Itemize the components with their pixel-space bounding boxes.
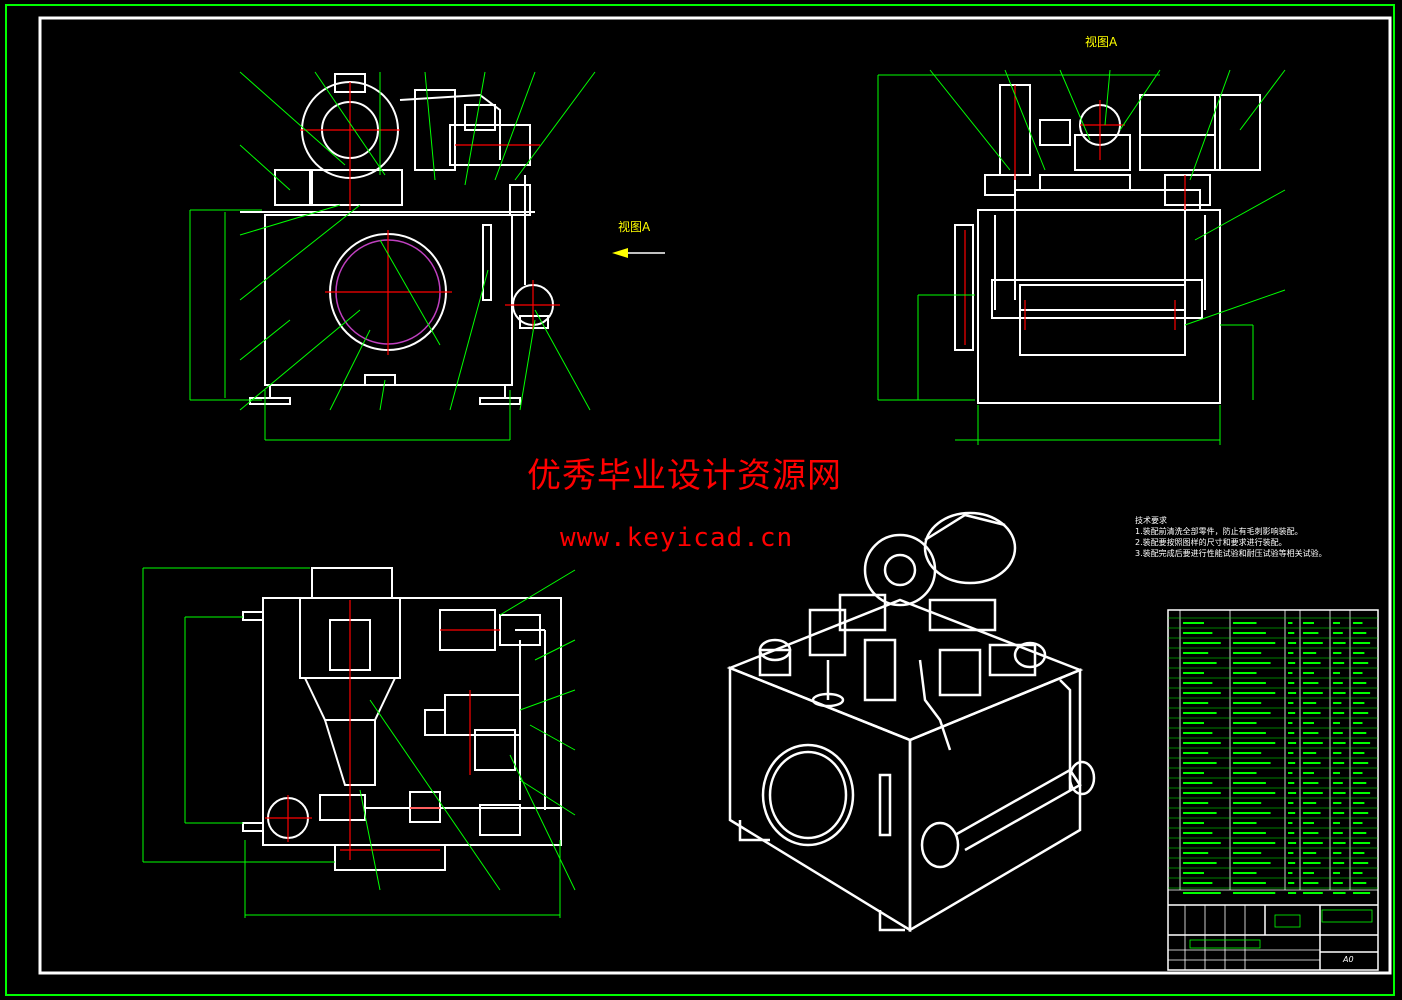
parts-list-rows: [1168, 617, 1378, 889]
top-view: [242, 567, 562, 871]
parts-list: [1168, 610, 1378, 891]
technical-note-3: 3.装配完成后要进行性能试验和耐压试验等相关试验。: [1135, 549, 1327, 558]
side-view-centerlines: [964, 85, 1186, 345]
front-view-centerlines: [300, 82, 560, 355]
view-a-title-side: 视图A: [1085, 35, 1118, 49]
technical-notes-title: 技术要求: [1135, 516, 1167, 525]
watermark-title: 优秀毕业设计资源网: [527, 456, 842, 496]
front-view: [240, 73, 554, 405]
view-a-title-front: 视图A: [618, 220, 651, 234]
sheet-size: A0: [1343, 955, 1354, 964]
side-view-a: [954, 84, 1261, 404]
inner-border: [38, 16, 1392, 975]
view-a-arrow: [612, 248, 665, 258]
watermark-url: www.keyicad.cn: [560, 523, 794, 553]
title-block: [1167, 609, 1379, 971]
title-block-cells: [1168, 905, 1373, 970]
front-view-leaders: [189, 71, 596, 441]
technical-note-2: 2.装配要按照图样的尺寸和要求进行装配。: [1135, 538, 1287, 547]
outer-border: [5, 4, 1395, 996]
side-view-leaders: [877, 69, 1286, 445]
technical-notes: 技术要求 1.装配前清洗全部零件，防止有毛刺影响装配。 2.装配要按照图样的尺寸…: [1135, 515, 1327, 559]
technical-note-1: 1.装配前清洗全部零件，防止有毛刺影响装配。: [1135, 527, 1303, 536]
top-view-centerlines: [265, 600, 500, 860]
top-view-leaders: [142, 567, 576, 918]
parts-list-text: [1183, 622, 1371, 894]
isometric-view: [726, 511, 1096, 933]
